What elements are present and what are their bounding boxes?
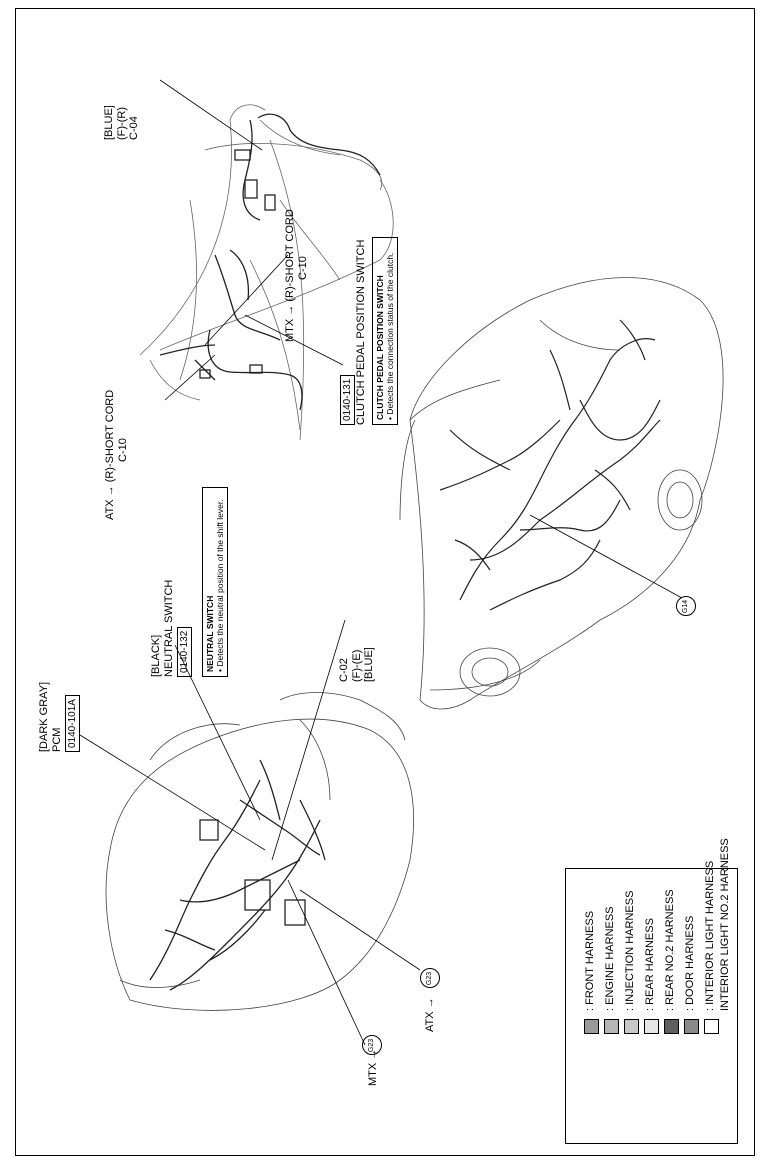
- clutch-switch-note: CLUTCH PEDAL POSITION SWITCH • Detects t…: [371, 237, 398, 425]
- neutral-note-title: NEUTRAL SWITCH: [205, 595, 215, 672]
- legend-label-injection: : INJECTION HARNESS: [624, 890, 636, 1011]
- pcm-name: PCM: [50, 727, 63, 752]
- legend-label-interior-light-no2: INTERIOR LIGHT NO.2 HARNESS: [719, 838, 731, 1011]
- legend-swatch-injection: [624, 1019, 639, 1034]
- legend-label-interior-light: : INTERIOR LIGHT HARNESS: [704, 860, 716, 1011]
- atx-short-cord-label: ATX → (R)-SHORT CORD C-10: [104, 390, 129, 520]
- legend-label-rear-no2: : REAR NO.2 HARNESS: [664, 889, 676, 1011]
- legend-swatch-interior-light: [704, 1019, 719, 1034]
- vehicle-leader: [529, 514, 683, 599]
- mtx-short-cord-code: C-10: [296, 256, 309, 280]
- interior-harness: [159, 113, 381, 411]
- clutch-note-text: • Detects the connection status of the c…: [384, 252, 395, 420]
- engine-harness: [149, 759, 326, 991]
- engine-leaders: [79, 619, 421, 1046]
- clutch-switch-label: 0140-131 CLUTCH PEDAL POSITION SWITCH CL…: [340, 237, 398, 425]
- legend-swatch-rear-no2: [664, 1019, 679, 1034]
- c02-code: C-02: [338, 658, 350, 682]
- legend-swatch-engine: [604, 1019, 619, 1034]
- diagram-frame: [15, 8, 755, 1156]
- legend-swatch-rear: [644, 1019, 659, 1034]
- c04-pins: (F)-(R): [115, 107, 128, 140]
- ground-g14: G14: [676, 596, 696, 616]
- c02-color: [BLUE]: [363, 647, 375, 682]
- c04-code: C-04: [128, 116, 140, 140]
- neutral-switch-color: [BLACK]: [150, 634, 162, 677]
- pcm-label: [DARK GRAY] PCM 0140-101A: [38, 682, 80, 752]
- g14-id: G14: [682, 599, 690, 613]
- c02-label: C-02 (F)-(E) [BLUE]: [338, 647, 376, 682]
- neutral-switch-code: 0140-132: [177, 626, 192, 677]
- neutral-switch-note: NEUTRAL SWITCH • Detects the neutral pos…: [202, 487, 228, 677]
- c04-label: [BLUE] (F)-(R) C-04: [103, 105, 141, 140]
- mtx-short-cord-text: MTX → (R)-SHORT CORD: [284, 209, 296, 342]
- legend-label-rear: : REAR HARNESS: [644, 918, 656, 1011]
- mtx-ground-g23: G23: [362, 1035, 382, 1055]
- neutral-switch-name: NEUTRAL SWITCH: [162, 579, 175, 677]
- legend-label-door: : DOOR HARNESS: [684, 915, 696, 1011]
- vehicle-body: [399, 277, 724, 710]
- engine-compartment: [105, 692, 415, 1011]
- c04-color: [BLUE]: [103, 105, 115, 140]
- pcm-code: 0140-101A: [65, 695, 80, 752]
- atx-ground-g23: G23: [420, 968, 440, 988]
- neutral-switch-label: [BLACK] NEUTRAL SWITCH 0140-132 NEUTRAL …: [150, 487, 228, 677]
- legend-swatch-door: [684, 1019, 699, 1034]
- vehicle-harness: [439, 319, 661, 611]
- legend-swatch-front: [584, 1019, 599, 1034]
- legend-label-front: : FRONT HARNESS: [584, 910, 596, 1011]
- mtx-short-cord-label: MTX → (R)-SHORT CORD C-10: [284, 209, 309, 342]
- interior-leaders: [159, 79, 344, 401]
- clutch-switch-code: 0140-131: [340, 374, 355, 425]
- atx-short-cord-text: ATX → (R)-SHORT CORD: [104, 389, 116, 520]
- legend-label-engine: : ENGINE HARNESS: [604, 906, 616, 1011]
- atx-ground-prefix: ATX →: [424, 997, 436, 1032]
- neutral-note-text: • Detects the neutral position of the sh…: [215, 499, 225, 672]
- c02-pins: (F)-(E): [350, 649, 363, 682]
- atx-ground-id: G23: [426, 971, 434, 985]
- mtx-ground-id: G23: [368, 1038, 376, 1052]
- pcm-color: [DARK GRAY]: [38, 681, 50, 752]
- clutch-switch-name: CLUTCH PEDAL POSITION SWITCH: [355, 239, 367, 425]
- harness-legend: : FRONT HARNESS : ENGINE HARNESS : INJEC…: [565, 838, 738, 1144]
- atx-short-cord-code: C-10: [116, 438, 129, 462]
- interior-view: [139, 104, 394, 441]
- clutch-note-title: CLUTCH PEDAL POSITION SWITCH: [374, 275, 385, 420]
